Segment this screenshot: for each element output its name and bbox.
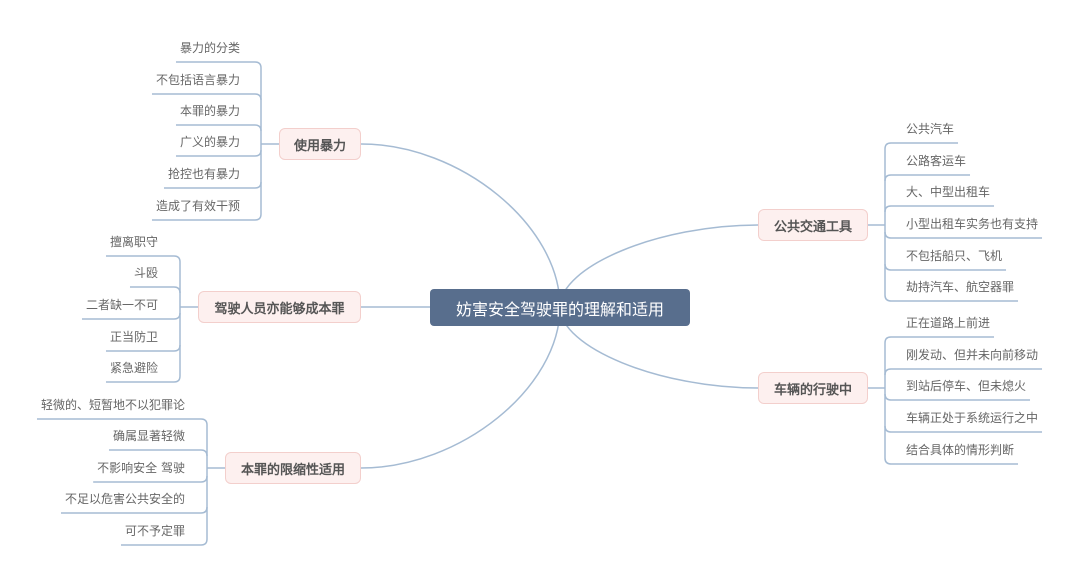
leaf-underline (151, 93, 262, 101)
leaf-topic[interactable]: 抢控也有暴力 (167, 167, 240, 181)
leaf-topic[interactable]: 造成了有效干预 (155, 199, 240, 213)
leaf-underline (36, 418, 208, 426)
leaf-underline (81, 312, 181, 320)
leaf-topic[interactable]: 结合具体的情形判断 (906, 443, 1015, 457)
leaf-underline (884, 457, 1019, 465)
leaf-underline (93, 475, 208, 483)
leaf-topic[interactable]: 正在道路上前进 (906, 316, 991, 330)
branch-driver-also-liable[interactable]: 驾驶人员亦能够成本罪 (198, 291, 361, 323)
leaf-topic[interactable]: 广义的暴力 (179, 135, 240, 149)
leaf-topic[interactable]: 劫持汽车、航空器罪 (906, 280, 1015, 294)
leaf-underline (884, 294, 1019, 302)
branch-restrictive-application[interactable]: 本罪的限缩性适用 (225, 452, 361, 484)
leaf-underline (105, 255, 181, 263)
leaf-underline (884, 425, 1043, 433)
leaf-topic[interactable]: 不足以危害公共安全的 (64, 492, 185, 506)
leaf-topic[interactable]: 斗殴 (133, 266, 158, 280)
leaf-topic[interactable]: 不包括船只、飞机 (906, 249, 1003, 263)
leaf-underline (175, 61, 262, 69)
branch-use-violence[interactable]: 使用暴力 (279, 128, 361, 160)
leaf-underline (105, 344, 181, 352)
leaf-underline (884, 205, 995, 213)
leaf-topic[interactable]: 紧急避险 (109, 361, 158, 375)
leaf-underline (129, 286, 181, 294)
leaf-underline (60, 506, 208, 514)
leaf-topic[interactable]: 刚发动、但并未向前移动 (906, 348, 1039, 362)
leaf-topic[interactable]: 确属显著轻微 (112, 429, 185, 443)
branch-public-transport[interactable]: 公共交通工具 (758, 209, 868, 241)
leaf-topic[interactable]: 擅离职守 (109, 235, 158, 249)
leaf-underline (884, 142, 959, 150)
leaf-topic[interactable]: 暴力的分类 (179, 41, 240, 55)
leaf-underline (163, 181, 262, 189)
leaf-underline (884, 174, 971, 182)
leaf-underline (105, 375, 181, 383)
central-topic[interactable]: 妨害安全驾驶罪的理解和适用 (430, 289, 690, 326)
leaf-topic[interactable]: 不包括语言暴力 (155, 73, 240, 87)
leaf-underline (884, 393, 1031, 401)
leaf-topic[interactable]: 公共汽车 (906, 122, 955, 136)
leaf-underline (884, 263, 1007, 271)
leaf-topic[interactable]: 可不予定罪 (124, 524, 185, 538)
leaf-underline (175, 124, 262, 132)
branch-connector (360, 306, 561, 469)
leaf-underline (108, 449, 208, 457)
leaf-topic[interactable]: 不影响安全 驾驶 (97, 461, 185, 475)
leaf-underline (175, 149, 262, 157)
leaf-topic[interactable]: 公路客运车 (906, 154, 967, 168)
leaf-topic[interactable]: 正当防卫 (109, 330, 158, 344)
leaf-topic[interactable]: 本罪的暴力 (179, 104, 240, 118)
branch-vehicle-in-motion[interactable]: 车辆的行驶中 (758, 372, 868, 404)
leaf-topic[interactable]: 小型出租车实务也有支持 (906, 217, 1039, 231)
leaf-topic[interactable]: 二者缺一不可 (85, 298, 158, 312)
leaf-topic[interactable]: 到站后停车、但未熄火 (906, 379, 1027, 393)
leaf-topic[interactable]: 车辆正处于系统运行之中 (906, 411, 1039, 425)
leaf-topic[interactable]: 大、中型出租车 (906, 185, 991, 199)
leaf-underline (884, 231, 1043, 239)
leaf-underline (120, 538, 208, 546)
leaf-topic[interactable]: 轻微的、短暂地不以犯罪论 (40, 398, 185, 412)
leaf-underline (884, 336, 995, 344)
leaf-underline (884, 368, 1043, 376)
branch-connector (360, 143, 561, 308)
leaf-underline (151, 213, 262, 221)
